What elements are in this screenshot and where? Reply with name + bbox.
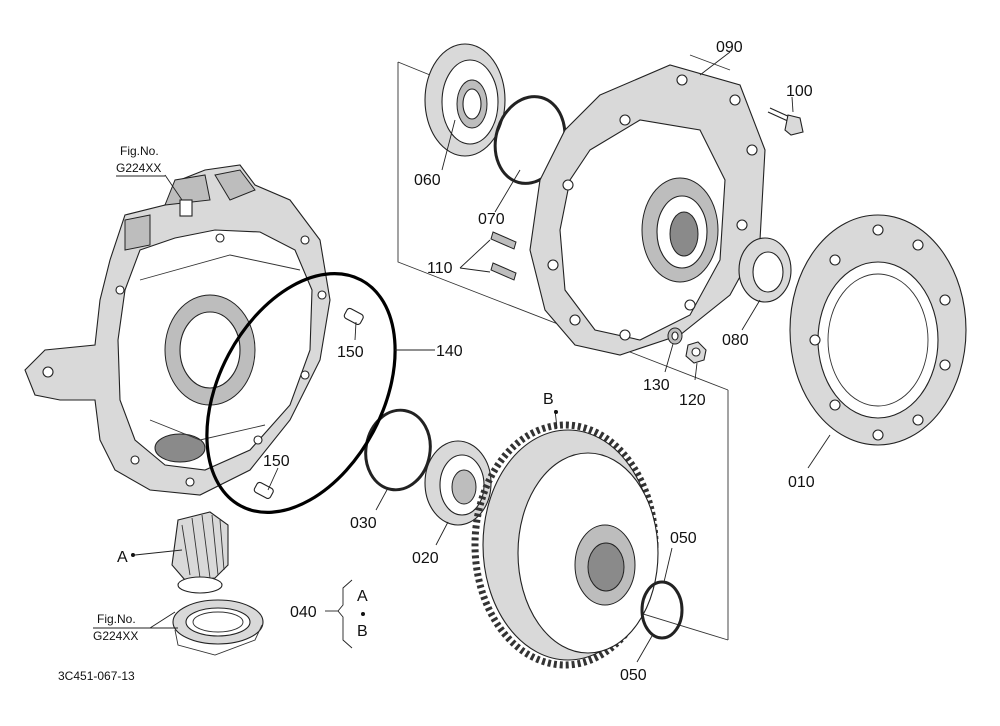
figure-code: 3C451-067-13 [58, 669, 135, 683]
fig-ref-top: Fig.No. G224XX [116, 144, 165, 177]
fig-ref-bottom-line1: Fig.No. [97, 612, 136, 626]
label-070: 070 [478, 211, 505, 228]
studs-110 [490, 231, 517, 281]
pinion-bearing [172, 599, 264, 656]
bolt-100 [767, 107, 804, 136]
pins-150 [253, 307, 364, 500]
seal-080 [738, 237, 792, 303]
fig-ref-bottom: Fig.No. G224XX [93, 612, 150, 643]
label-150-bottom: 150 [263, 453, 290, 470]
label-080: 080 [722, 332, 749, 349]
label-120: 120 [679, 392, 706, 409]
label-100: 100 [786, 83, 813, 100]
group-dot [361, 612, 365, 616]
label-040: 040 [290, 604, 317, 621]
group-a-label: A [357, 588, 368, 605]
marker-a-dot [131, 553, 135, 557]
label-050-bottom: 050 [620, 667, 647, 684]
axle-housing [24, 164, 331, 496]
washer-130 [667, 327, 683, 345]
shim-050 [640, 580, 684, 640]
leader-lines [134, 51, 831, 663]
ring-gear [471, 421, 659, 669]
gasket-140-highlight [205, 272, 397, 514]
label-130: 130 [643, 377, 670, 394]
fig-ref-bottom-line2: G224XX [93, 629, 138, 643]
label-010: 010 [788, 474, 815, 491]
pinion-gear [171, 511, 229, 594]
label-060: 060 [414, 172, 441, 189]
label-050-top: 050 [670, 530, 697, 547]
label-110: 110 [427, 260, 453, 277]
marker-b-gear: B [543, 391, 554, 408]
group-040-bracket: A B [325, 579, 368, 649]
bearing-060 [424, 43, 506, 157]
label-140: 140 [436, 343, 463, 360]
group-b-label: B [357, 623, 368, 640]
label-030: 030 [350, 515, 377, 532]
label-020: 020 [412, 550, 439, 567]
marker-b-dot [554, 410, 558, 414]
flange-shaft-010 [789, 214, 967, 446]
fig-ref-top-line1: Fig.No. [120, 144, 159, 158]
cover-090 [529, 64, 766, 356]
nut-120 [685, 341, 707, 364]
marker-a-pinion: A [117, 549, 128, 566]
label-090: 090 [716, 39, 743, 56]
bearing-020 [424, 440, 492, 526]
label-150-top: 150 [337, 344, 364, 361]
fig-ref-top-line2: G224XX [116, 161, 161, 175]
